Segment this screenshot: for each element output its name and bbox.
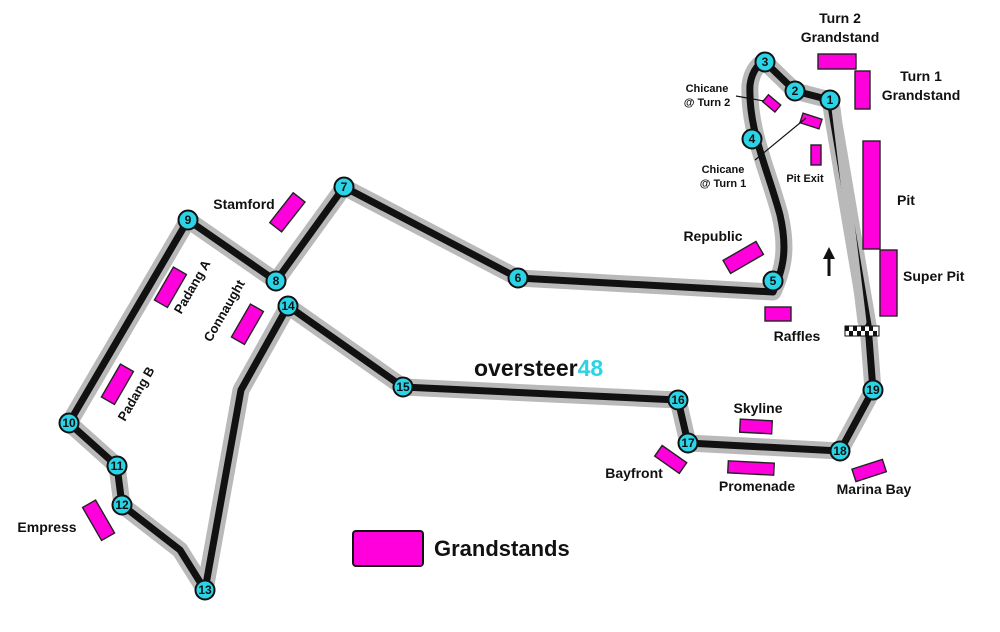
chicane-2-leader xyxy=(735,95,765,102)
turn-marker-11: 11 xyxy=(106,455,128,477)
label-marina-bay: Marina Bay xyxy=(837,481,912,497)
grandstand-padang-b xyxy=(100,363,135,406)
grandstand-skyline xyxy=(738,418,774,435)
turn-marker-13: 13 xyxy=(194,579,216,601)
logo-text: oversteer xyxy=(474,355,578,381)
label-chicane-1-line-1: Chicane xyxy=(702,164,745,176)
grandstand-stamford xyxy=(268,191,306,233)
turn-number: 3 xyxy=(762,55,769,69)
label-chicane-1-line-2: @ Turn 1 xyxy=(700,178,747,190)
turn-marker-12: 12 xyxy=(111,494,133,516)
turn-number: 15 xyxy=(396,380,410,394)
grandstand-connaught xyxy=(230,303,265,346)
turn-number: 8 xyxy=(273,274,280,288)
label-turn-1-line-1: Turn 1 xyxy=(900,68,942,84)
turn-number: 12 xyxy=(115,498,129,512)
turn-marker-7: 7 xyxy=(333,176,355,198)
logo-number: 48 xyxy=(578,355,604,381)
turn-number: 7 xyxy=(341,180,348,194)
turn-number: 16 xyxy=(671,393,685,407)
legend-label: Grandstands xyxy=(434,536,570,561)
grandstand-marina-bay xyxy=(851,458,888,483)
grandstand-turn-2 xyxy=(817,53,857,70)
turn-marker-17: 17 xyxy=(677,432,699,454)
oversteer48-logo: oversteer48 xyxy=(474,355,603,381)
turn-marker-6: 6 xyxy=(507,267,529,289)
grandstands xyxy=(81,53,898,542)
grandstand-turn-1 xyxy=(854,70,871,110)
grandstand-raffles xyxy=(764,306,792,322)
start-finish-line xyxy=(844,325,880,337)
turn-marker-16: 16 xyxy=(667,389,689,411)
turn-number: 11 xyxy=(111,459,124,473)
turn-marker-4: 4 xyxy=(741,128,763,150)
label-raffles: Raffles xyxy=(774,328,821,344)
turn-marker-14: 14 xyxy=(277,295,299,317)
turn-marker-5: 5 xyxy=(762,270,784,292)
turn-marker-2: 2 xyxy=(784,80,806,102)
grandstand-republic xyxy=(722,240,765,275)
grandstand-chicane-1 xyxy=(799,112,823,130)
chicane-1-leader xyxy=(754,117,807,161)
label-pit: Pit xyxy=(897,192,915,208)
direction-arrow-icon xyxy=(823,247,835,276)
turn-number: 13 xyxy=(198,583,212,597)
turn-number: 10 xyxy=(62,416,76,430)
turn-number: 1 xyxy=(827,93,834,107)
turn-marker-9: 9 xyxy=(177,209,199,231)
label-turn-2-line-2: Grandstand xyxy=(801,29,880,45)
label-bayfront: Bayfront xyxy=(605,465,663,481)
legend-swatch xyxy=(352,530,424,567)
turn-marker-10: 10 xyxy=(58,412,80,434)
label-skyline: Skyline xyxy=(733,400,782,416)
grandstand-pit-exit xyxy=(810,144,822,166)
turn-marker-18: 18 xyxy=(829,440,851,462)
grandstand-padang-a xyxy=(153,266,188,309)
turn-marker-8: 8 xyxy=(265,270,287,292)
label-republic: Republic xyxy=(683,228,742,244)
legend: Grandstands xyxy=(352,530,570,567)
svg-text:oversteer48: oversteer48 xyxy=(474,355,603,381)
label-empress: Empress xyxy=(17,519,76,535)
label-chicane-2-line-2: @ Turn 2 xyxy=(684,97,731,109)
turn-number: 2 xyxy=(792,84,799,98)
turn-number: 17 xyxy=(681,436,695,450)
turn-marker-19: 19 xyxy=(862,379,884,401)
turn-marker-15: 15 xyxy=(392,376,414,398)
grandstand-promenade xyxy=(726,460,776,476)
grandstand-chicane-2 xyxy=(761,93,782,113)
turn-number: 6 xyxy=(515,271,522,285)
grandstand-pit xyxy=(862,140,881,250)
grandstand-super-pit xyxy=(879,249,898,317)
turn-number: 18 xyxy=(833,444,847,458)
label-pit-exit: Pit Exit xyxy=(786,173,824,185)
turn-marker-1: 1 xyxy=(819,89,841,111)
turn-markers: 1 2 3 4 5 6 7 8 9 10 11 12 13 14 15 16 1… xyxy=(58,51,884,601)
grandstand-empress xyxy=(81,499,116,542)
label-stamford: Stamford xyxy=(213,196,274,212)
turn-number: 4 xyxy=(749,132,756,146)
turn-number: 19 xyxy=(866,383,880,397)
grandstand-bayfront xyxy=(653,444,688,475)
turn-number: 5 xyxy=(770,274,777,288)
label-promenade: Promenade xyxy=(719,478,795,494)
label-turn-1-line-2: Grandstand xyxy=(882,87,961,103)
label-turn-2-line-1: Turn 2 xyxy=(819,10,861,26)
label-super-pit: Super Pit xyxy=(903,268,965,284)
pit-lane xyxy=(831,103,867,327)
turn-number: 9 xyxy=(185,213,192,227)
turn-number: 14 xyxy=(281,299,295,313)
label-chicane-2-line-1: Chicane xyxy=(686,83,729,95)
turn-marker-3: 3 xyxy=(754,51,776,73)
